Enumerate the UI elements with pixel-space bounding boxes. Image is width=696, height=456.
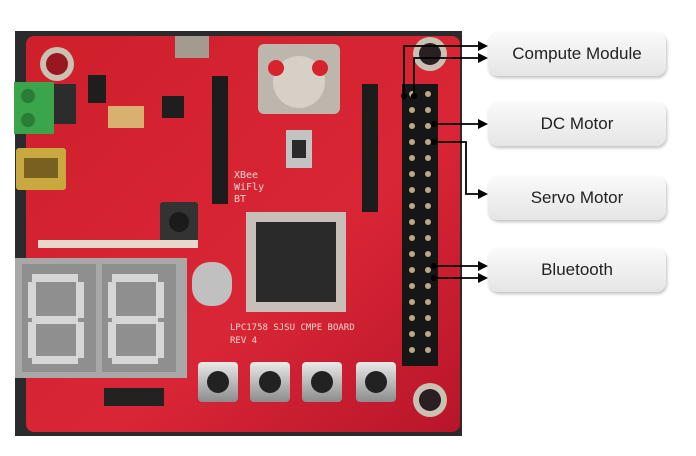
right-pin-header [402,84,438,366]
compute-arrow-line-1 [403,45,478,96]
dc-motor-label: DC Motor [488,102,666,146]
bluetooth-text: Bluetooth [541,260,613,279]
xbee-header-left [212,76,228,204]
usb-connector [16,148,66,190]
board-rev-label: REV 4 [230,336,257,346]
mcu-chip [246,212,346,312]
compute-arrow-line-2 [413,57,478,96]
xbee-label: XBee [234,170,258,181]
dc-motor-text: DC Motor [540,114,614,133]
xbee-header-right [362,84,378,212]
bt-label: BT [234,194,246,205]
terminal-block [14,82,76,134]
compute-module-label: Compute Module [488,32,666,76]
rtc-battery-holder [258,44,340,114]
push-buttons [198,362,396,402]
compute-module-text: Compute Module [512,44,642,63]
bluetooth-label: Bluetooth [488,248,666,292]
connector-arrows [403,41,488,283]
wifly-label: WiFly [234,182,264,193]
servo-motor-label: Servo Motor [488,176,666,220]
servo-arrow-line [434,141,478,195]
seven-segment-display [15,258,187,378]
pin-dots [401,93,437,281]
board-name-label: LPC1758 SJSU CMPE BOARD [230,323,355,333]
servo-motor-text: Servo Motor [530,188,624,207]
